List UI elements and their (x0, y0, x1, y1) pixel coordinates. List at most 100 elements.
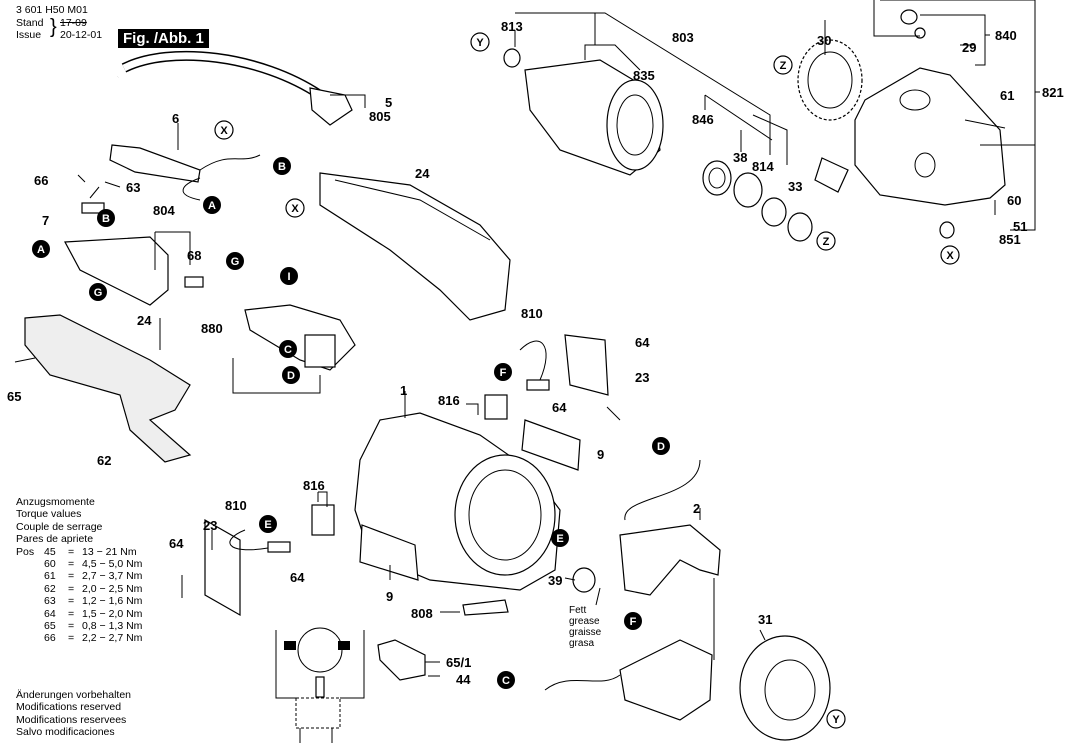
part-label: 64 (635, 335, 650, 350)
part-label: 65/1 (446, 655, 471, 670)
label-plate-left (359, 524, 419, 581)
note-de: Änderungen vorbehalten (16, 689, 132, 701)
part-label: 64 (169, 536, 184, 551)
svg-text:X: X (946, 250, 954, 262)
part-label: 814 (752, 159, 774, 174)
part-label: 804 (153, 203, 175, 218)
svg-text:G: G (94, 287, 103, 299)
connector-a-marker: A (32, 240, 50, 258)
note-es: Salvo modificaciones (16, 726, 115, 739)
connector-d-marker: D (652, 437, 670, 455)
part-label: 60 (1007, 193, 1021, 208)
part-label: 24 (415, 166, 430, 181)
ref-y-marker: Y (826, 709, 846, 729)
stand-label: Stand (16, 17, 44, 29)
part-label: 821 (1042, 85, 1064, 100)
part-label: 24 (137, 313, 152, 328)
torque-pos: 45 (44, 545, 56, 558)
connector-a-marker: A (203, 196, 221, 214)
part-label: 23 (203, 518, 217, 533)
brush-lead-lower (229, 529, 269, 551)
svg-text:Z: Z (780, 60, 787, 72)
connector-i-marker: I (280, 267, 298, 285)
part-label: 65 (7, 389, 21, 404)
label-808 (462, 599, 509, 616)
torque-row: 61=2,7 − 3,7 Nm (16, 570, 142, 582)
torque-value: 2,0 − 2,5 Nm (82, 582, 143, 595)
connector-c-marker: C (279, 340, 297, 358)
figure-title: Fig. /Abb. 1 (118, 29, 209, 48)
torque-title-es: Pares de apriete (16, 533, 94, 546)
grease-pad (814, 157, 849, 193)
bevel-gear (797, 39, 863, 121)
torque-row: 64=1,5 − 2,0 Nm (16, 608, 142, 620)
connector-c-marker: C (497, 671, 515, 689)
svg-text:G: G (231, 256, 240, 268)
bearing-end-shield (739, 635, 831, 741)
part-label: 66 (34, 173, 48, 188)
note-fr: Modifications reservees (16, 713, 127, 726)
brush-holder-upper (484, 394, 508, 420)
torque-pos: 63 (44, 595, 56, 608)
rear-handle-bottom (24, 314, 192, 463)
svg-text:C: C (284, 344, 292, 356)
brace-icon: } (50, 16, 57, 38)
torque-row: 60=4,5 − 5,0 Nm (16, 558, 142, 570)
svg-text:I: I (287, 271, 290, 283)
electronic-module (232, 304, 356, 394)
torque-value: 13 − 21 Nm (82, 545, 137, 558)
carbon-brush-lower (267, 541, 291, 553)
part-label: 31 (758, 612, 772, 627)
connector-b-marker: B (273, 157, 291, 175)
torque-eq: = (68, 632, 75, 645)
svg-text:F: F (500, 367, 507, 379)
svg-text:B: B (102, 213, 110, 225)
svg-text:E: E (556, 533, 563, 545)
part-label: 813 (501, 19, 523, 34)
torque-eq: = (68, 582, 75, 595)
old-date: 17-09 (60, 17, 87, 29)
part-label: 840 (995, 28, 1017, 43)
leader-lines (14, 0, 1040, 677)
part-label: 816 (438, 393, 460, 408)
grease-cap (572, 567, 596, 593)
grease-note: grasa (569, 638, 594, 649)
connector-b-marker: B (97, 209, 115, 227)
torque-pos: 64 (44, 607, 56, 620)
torque-title-fr: Couple de serrage (16, 520, 103, 533)
svg-text:D: D (657, 441, 665, 453)
part-label: 44 (456, 672, 471, 687)
part-label: 64 (290, 570, 305, 585)
part-label: 835 (633, 68, 655, 83)
part-label: 805 (369, 109, 391, 124)
connector-e-marker: E (259, 515, 277, 533)
issue-label: Issue (16, 29, 42, 41)
part-label: 68 (187, 248, 201, 263)
torque-pos: 62 (44, 582, 56, 595)
connector-g-marker: G (89, 283, 107, 301)
svg-text:E: E (264, 519, 271, 531)
armature (503, 48, 664, 176)
svg-text:Y: Y (832, 714, 840, 726)
part-label: 9 (597, 447, 604, 462)
svg-text:Y: Y (476, 37, 484, 49)
svg-text:X: X (220, 125, 228, 137)
part-label: 38 (733, 150, 747, 165)
ref-x-marker: X (214, 120, 234, 140)
grease-note: grease (569, 616, 600, 627)
torque-value: 1,5 − 2,0 Nm (82, 607, 143, 620)
part-label: 33 (788, 179, 802, 194)
torque-eq: = (68, 595, 75, 608)
part-label: 2 (693, 501, 700, 516)
svg-text:C: C (502, 675, 510, 687)
part-label: 29 (962, 40, 976, 55)
torque-value: 1,2 − 1,6 Nm (82, 595, 143, 608)
svg-text:B: B (278, 161, 286, 173)
brush-cover-left (204, 518, 241, 617)
note-en: Modifications reserved (16, 701, 122, 714)
torque-pos: 61 (44, 570, 56, 583)
pos-label: Pos (16, 545, 35, 558)
bearings (702, 160, 813, 242)
connector-g-marker: G (226, 252, 244, 270)
brush-cover-right (564, 334, 609, 396)
